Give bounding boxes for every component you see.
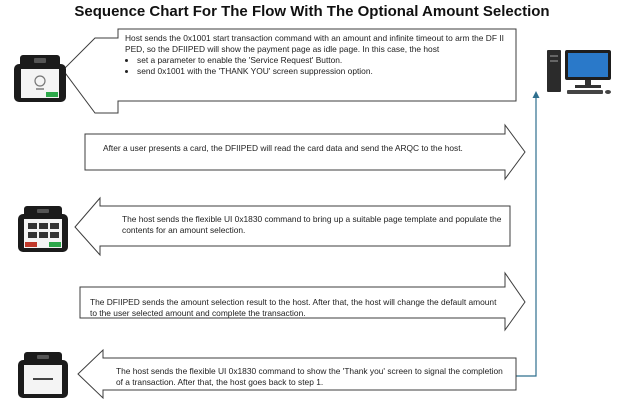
- step-4-arrow: [79, 271, 526, 332]
- step-1-arrow: [62, 28, 517, 114]
- step-1-bullet: send 0x1001 with the 'THANK YOU' screen …: [137, 66, 510, 77]
- step-2-arrow: [84, 123, 526, 181]
- step-3-text: The host sends the flexible UI 0x1830 co…: [122, 214, 502, 235]
- step-5-arrow: [77, 348, 517, 400]
- payment-terminal-icon: [14, 55, 66, 102]
- payment-terminal-amount-icon: [18, 206, 68, 252]
- step-4-text: The DFIIPED sends the amount selection r…: [90, 297, 497, 318]
- step-1-bullet-list: set a parameter to enable the 'Service R…: [125, 55, 510, 77]
- step-1-text: Host sends the 0x1001 start transaction …: [125, 33, 510, 77]
- desktop-computer-icon: [547, 50, 611, 94]
- step-5-text: The host sends the flexible UI 0x1830 co…: [116, 366, 503, 387]
- step-3-arrow: [74, 196, 511, 257]
- step-1-description: Host sends the 0x1001 start transaction …: [125, 33, 504, 54]
- payment-terminal-thank-you-icon: [18, 352, 68, 398]
- step-2-text: After a user presents a card, the DFIIPE…: [103, 143, 463, 153]
- diagram-title: Sequence Chart For The Flow With The Opt…: [74, 3, 550, 20]
- host-connector-arrowhead: [532, 91, 540, 98]
- step-1-bullet: set a parameter to enable the 'Service R…: [137, 55, 510, 66]
- host-connector-line: [516, 96, 537, 377]
